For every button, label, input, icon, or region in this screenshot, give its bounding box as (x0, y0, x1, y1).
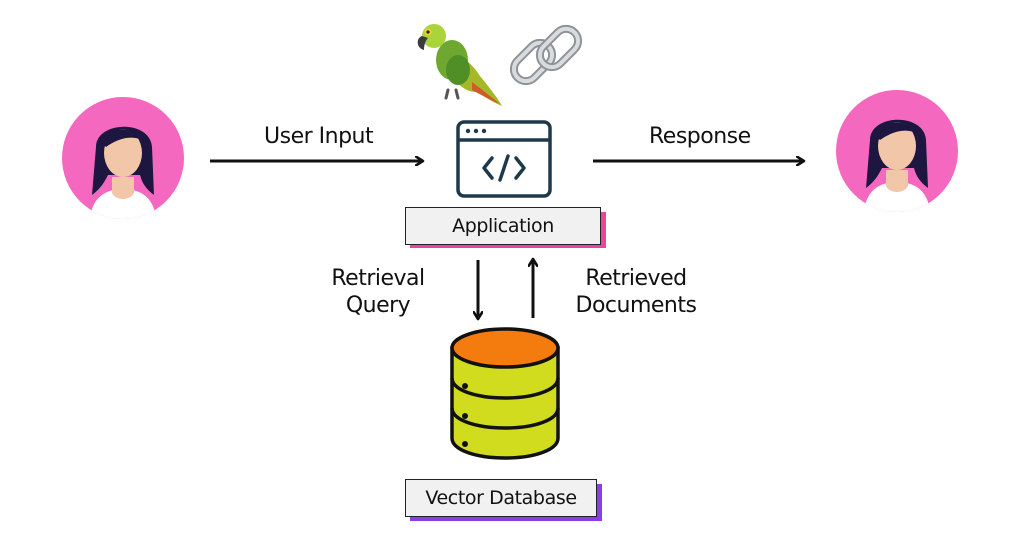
application-box: Application (405, 207, 601, 245)
retrieval-query-line2: Query (345, 293, 411, 318)
parrot-icon (414, 20, 504, 108)
retrieved-documents-line2: Documents (575, 293, 697, 318)
retrieval-query-label: Retrieval Query (326, 265, 430, 319)
person-avatar-icon (836, 90, 958, 212)
user-input-label: User Input (264, 124, 374, 149)
person-avatar-icon (62, 97, 184, 219)
retrieved-documents-label: Retrieved Documents (574, 265, 698, 319)
user-avatar-right (836, 90, 958, 212)
user-avatar-left (62, 97, 184, 219)
database-icon (448, 326, 562, 462)
response-label: Response (649, 124, 751, 149)
vector-database-label: Vector Database (425, 487, 577, 509)
chain-link-icon (503, 16, 589, 102)
vector-database-box: Vector Database (405, 479, 597, 517)
application-label: Application (452, 215, 554, 237)
code-window-icon (456, 120, 552, 198)
retrieved-documents-line1: Retrieved (585, 266, 687, 291)
retrieval-query-line1: Retrieval (331, 266, 425, 291)
